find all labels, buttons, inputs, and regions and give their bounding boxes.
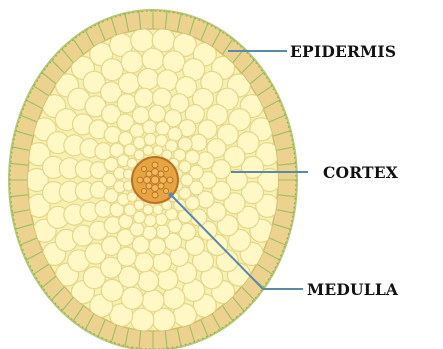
cortex-cell: [130, 124, 144, 138]
cortex-cell: [149, 105, 166, 122]
medulla-leader-dot: [168, 192, 173, 197]
cortex-cell: [143, 226, 157, 240]
medulla-cell: [152, 192, 158, 198]
cortex-cell: [117, 94, 136, 113]
cortex-cell: [157, 269, 178, 290]
cortex-cell: [155, 214, 167, 226]
cortex-cell: [144, 133, 156, 145]
cortex-cell: [153, 205, 163, 215]
medulla-cell: [146, 171, 152, 177]
cortex-cell: [153, 88, 172, 107]
medulla-cell: [158, 171, 164, 177]
cortex-cell: [135, 253, 154, 272]
cortex-cell: [144, 215, 156, 227]
cortex-cell: [134, 200, 144, 210]
cortex-cell: [138, 69, 159, 90]
cortex-cell: [143, 120, 157, 134]
medulla-cell: [158, 183, 164, 189]
medulla-cell: [163, 166, 168, 171]
medulla-cell: [163, 188, 168, 193]
label-medulla: MEDULLA: [307, 280, 399, 299]
cortex-cell: [156, 225, 170, 239]
medulla-cell: [152, 169, 159, 176]
cortex-cell: [135, 88, 154, 107]
medulla-cell: [141, 188, 146, 193]
cortex-cell: [157, 70, 178, 91]
cortex-cell: [119, 73, 140, 94]
cortex-cell: [133, 137, 145, 149]
cortex-cell: [138, 271, 159, 292]
cortex-cell: [143, 145, 153, 155]
cortex-cell: [149, 238, 166, 255]
label-epidermis: EPIDERMIS: [290, 42, 396, 61]
cortex-cell: [121, 287, 143, 309]
medulla-cell: [151, 176, 159, 184]
label-cortex: CORTEX: [323, 163, 399, 182]
medulla-cell: [152, 162, 158, 168]
medulla-cell: [141, 166, 146, 171]
cortex-cell: [142, 48, 164, 70]
medulla-cell: [167, 177, 173, 183]
medulla-cell: [146, 183, 152, 189]
medulla-cells: [137, 162, 173, 198]
cortex-cell: [142, 290, 164, 312]
cortex-cell: [153, 253, 172, 272]
medulla-cell: [152, 185, 159, 192]
cortex-cell: [121, 51, 143, 73]
medulla-cell: [160, 177, 167, 184]
medulla-cell: [144, 177, 151, 184]
medulla-cell: [137, 177, 143, 183]
